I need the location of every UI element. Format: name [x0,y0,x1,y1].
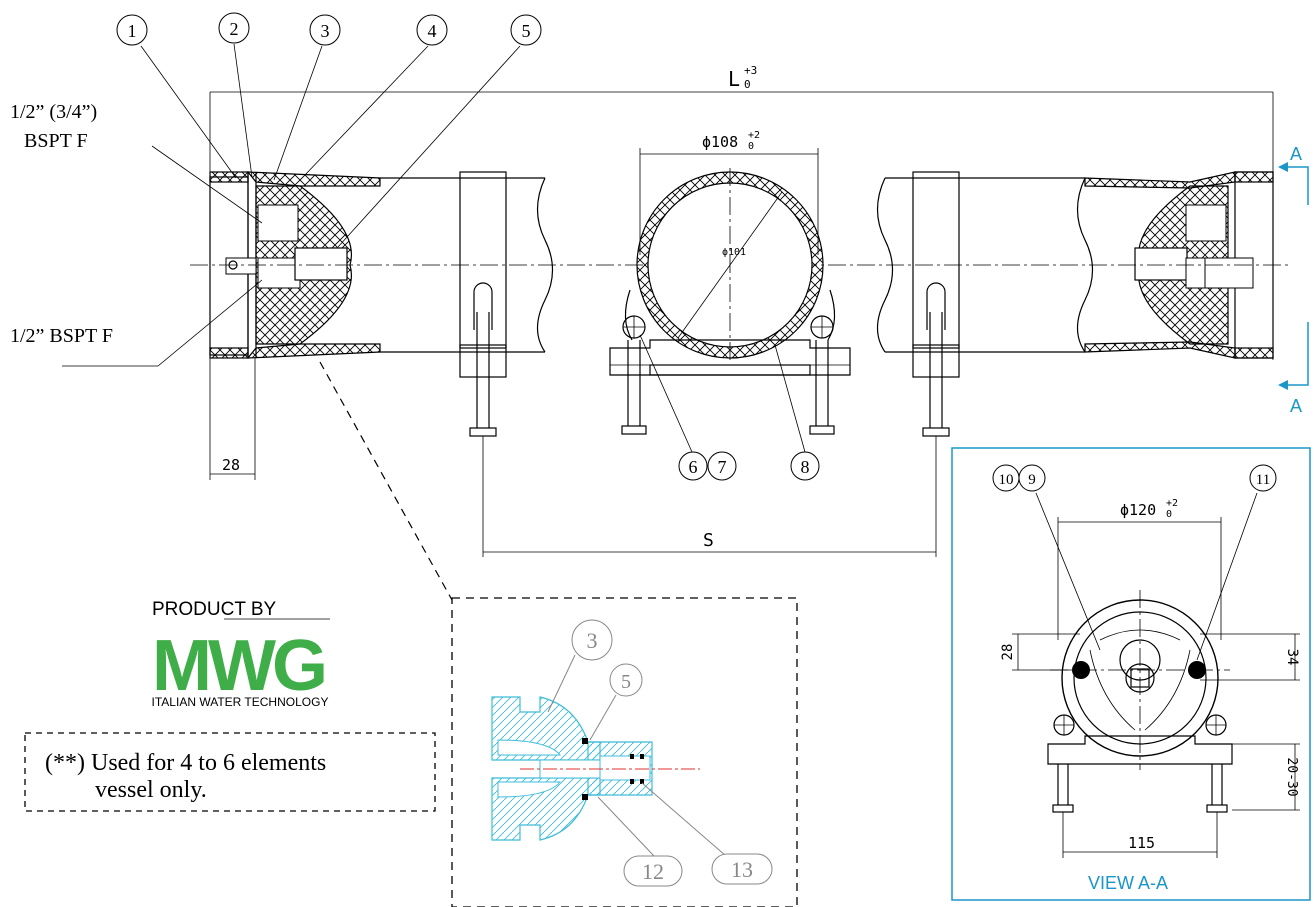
svg-text:12: 12 [642,859,664,884]
usage-note: (**) Used for 4 to 6 elements vessel onl… [24,732,436,812]
view-28-dim: 28 [1000,644,1016,661]
svg-text:0: 0 [744,78,751,91]
view-34-dim: 34 [1284,649,1300,666]
inner-diameter-dim: ϕ101 [722,247,746,258]
svg-text:11: 11 [1256,472,1270,488]
svg-text:+2: +2 [748,130,760,141]
view-diameter-dim: ϕ120 [1120,501,1156,519]
brand-logo: MWG [152,626,324,706]
detail-balloon-12: 12 [623,855,683,887]
product-by-label: PRODUCT BY [152,599,277,620]
view-title: VIEW A-A [1088,873,1168,893]
svg-text:4: 4 [428,21,437,41]
svg-text:5: 5 [621,671,631,693]
detail-view: 3 5 12 13 [451,597,798,907]
detail-balloon-3: 3 [571,619,613,661]
balloon-11: 11 [1249,464,1277,492]
diameter-dim: ϕ108 [702,133,738,151]
port-label-top-2: BSPT F [24,130,88,152]
balloon-10: 10 [992,464,1020,492]
detail-callout-leader [319,361,453,601]
view-a-a: VIEW A-A ϕ120 +2 0 28 [951,447,1311,901]
section-markers: A A [1278,144,1309,416]
balloon-2: 2 [218,12,250,44]
svg-text:7: 7 [718,457,727,477]
section-marker-top: A [1290,144,1302,164]
balloon-7: 7 [707,451,737,481]
detail-balloon-13: 13 [711,853,773,885]
svg-text:6: 6 [689,457,698,477]
part-balloons: 1 2 3 4 5 6 7 8 [116,12,820,481]
svg-text:13: 13 [731,857,753,882]
length-dim: L [728,67,740,91]
balloon-5: 5 [510,14,542,46]
vessel-main-view: L +3 0 [190,64,1290,557]
branding: PRODUCT BY MWG ITALIAN WATER TECHNOLOGY [152,599,330,709]
port-labels: 1/2” (3/4”) BSPT F 1/2” BSPT F [10,101,263,367]
balloon-8: 8 [790,451,820,481]
svg-text:0: 0 [1166,509,1172,520]
balloon-9: 9 [1018,464,1046,492]
note-line-1: (**) Used for 4 to 6 elements [45,750,326,776]
svg-text:1: 1 [128,21,137,41]
brand-tagline: ITALIAN WATER TECHNOLOGY [152,695,329,709]
svg-text:3: 3 [321,21,330,41]
vessel-cross-section: ϕ108 +2 0 ϕ101 [609,130,851,435]
svg-text:+2: +2 [1166,498,1178,509]
svg-text:5: 5 [522,21,531,41]
port-label-top-1: 1/2” (3/4”) [10,101,97,123]
balloon-4: 4 [416,14,448,46]
balloon-1: 1 [116,14,148,46]
svg-text:3: 3 [587,628,598,653]
view-115-dim: 115 [1128,834,1155,852]
svg-text:8: 8 [801,457,810,477]
end-offset-dim: 28 [222,456,240,474]
detail-balloon-5: 5 [609,663,643,697]
view-20-30-dim: 20-30 [1284,757,1299,796]
svg-text:+3: +3 [744,64,757,77]
balloon-3: 3 [309,14,341,46]
svg-text:9: 9 [1028,472,1036,488]
note-line-2: vessel only. [95,777,207,803]
span-dim: S [703,530,714,551]
svg-text:0: 0 [748,141,754,152]
svg-text:2: 2 [230,19,239,39]
port-label-bottom: 1/2” BSPT F [10,325,113,347]
balloon-6: 6 [678,451,708,481]
section-marker-bottom: A [1290,396,1302,416]
svg-text:10: 10 [999,472,1014,488]
